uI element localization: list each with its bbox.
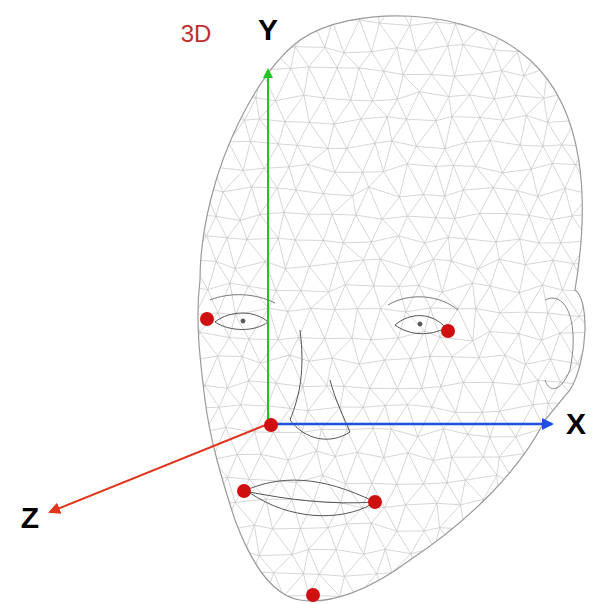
landmark-dots <box>200 312 455 602</box>
z-axis <box>50 424 268 512</box>
mesh-lines <box>176 0 596 604</box>
face-features <box>210 295 573 516</box>
axis-label: X <box>566 409 586 439</box>
x-axis <box>268 423 552 426</box>
head-outline <box>198 16 585 601</box>
axis-label: Y <box>258 15 278 45</box>
dimension-tag: 3D <box>181 22 212 46</box>
y-axis <box>267 70 269 424</box>
wire-mesh <box>176 0 596 604</box>
axis-label: Z <box>21 503 39 533</box>
